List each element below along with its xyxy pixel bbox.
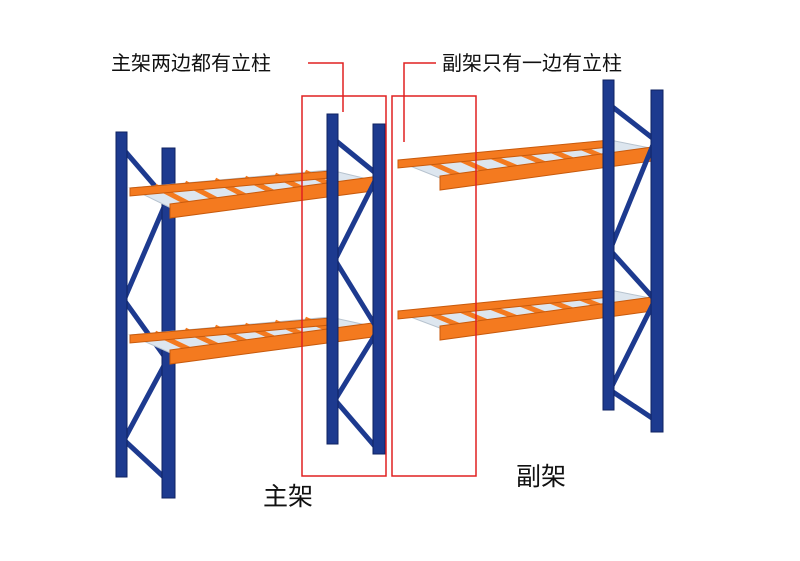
main-frame-note: 主架两边都有立柱 [111,51,271,75]
upper-deck-left [128,169,381,219]
upper-deck-right [397,139,661,191]
sub-rear-upright [602,79,615,411]
sub-front-upright [650,89,664,433]
sub-frame-note: 副架只有一边有立柱 [442,51,622,75]
sub-frame-end-bracing [607,103,658,423]
main-frame-bracing [332,138,381,452]
left-rear-upright [115,131,128,478]
lower-deck-right [397,289,661,341]
left-front-upright [161,147,176,499]
sub-frame-highlight-box [391,95,477,477]
main-frame-highlight-box [301,95,387,477]
sub-frame-caption: 副架 [516,462,566,491]
main-front-upright [372,123,386,455]
main-rack-section [115,113,386,499]
sub-rack-section [397,79,664,433]
sub-frame-leader-line [403,62,436,142]
main-frame-caption: 主架 [263,482,313,511]
main-frame-leader-line [308,62,344,112]
main-rear-upright [326,113,339,445]
